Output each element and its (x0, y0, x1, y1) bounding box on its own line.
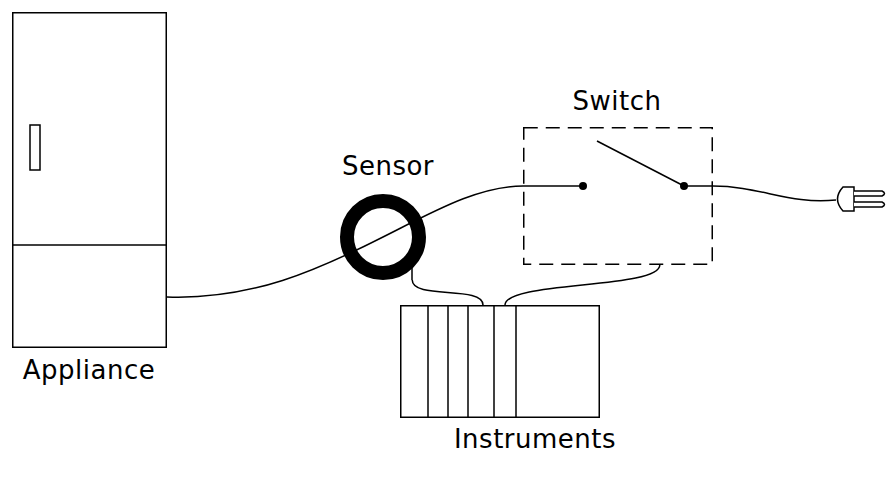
toroid-sensor (340, 194, 426, 280)
switch-box: Switch (523, 127, 713, 265)
wire-connector (412, 280, 483, 305)
wire-connector (505, 265, 660, 305)
instrument-rack-drawing (400, 305, 600, 418)
switch-symbol (523, 127, 713, 265)
power-cord (713, 186, 836, 201)
node-label: Instruments (454, 425, 616, 455)
refrigerator-drawing (12, 12, 167, 348)
node-label: Appliance (23, 356, 155, 386)
wire-connector (167, 186, 523, 297)
node-label: Sensor (342, 152, 434, 182)
appliance-box: Appliance (12, 12, 167, 348)
current-sensor: Sensor (340, 194, 426, 280)
node-label: Switch (573, 87, 662, 117)
plug-symbol (838, 187, 885, 211)
instrument-rack: Instruments (400, 305, 600, 418)
